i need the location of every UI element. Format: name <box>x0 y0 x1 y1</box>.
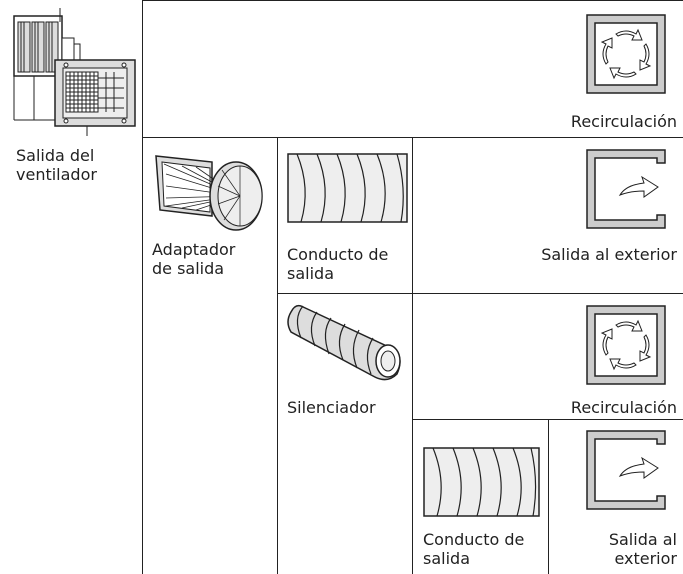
flex-duct-icon <box>287 153 408 223</box>
silencer-label: Silenciador <box>287 398 376 417</box>
fan-outlet-label: Salida del ventilador <box>16 146 97 184</box>
grid-line <box>548 419 549 574</box>
outlet-duct-label: Conducto de salida <box>287 245 389 283</box>
grid-line <box>277 293 683 294</box>
recirculation-label: Recirculación <box>570 398 677 417</box>
exterior-outlet-icon <box>586 430 666 510</box>
recirculation-icon <box>586 305 666 385</box>
exterior-outlet-label: Salida al exterior <box>541 245 677 264</box>
grid-line <box>277 137 278 574</box>
exterior-outlet-label: Salida al exterior <box>608 530 677 568</box>
exterior-outlet-icon <box>586 149 666 229</box>
recirculation-icon <box>586 14 666 94</box>
silencer-icon <box>287 304 401 381</box>
grid-line <box>412 419 683 420</box>
outlet-duct-label: Conducto de salida <box>423 530 525 568</box>
grid-line <box>412 137 413 574</box>
grid-line <box>142 0 143 574</box>
outlet-adapter-icon <box>155 155 263 231</box>
outlet-adapter-label: Adaptador de salida <box>152 240 236 278</box>
fan-unit-icon <box>13 8 136 136</box>
grid-line <box>142 0 683 1</box>
flex-duct-icon <box>423 447 540 517</box>
recirculation-label: Recirculación <box>570 112 677 131</box>
